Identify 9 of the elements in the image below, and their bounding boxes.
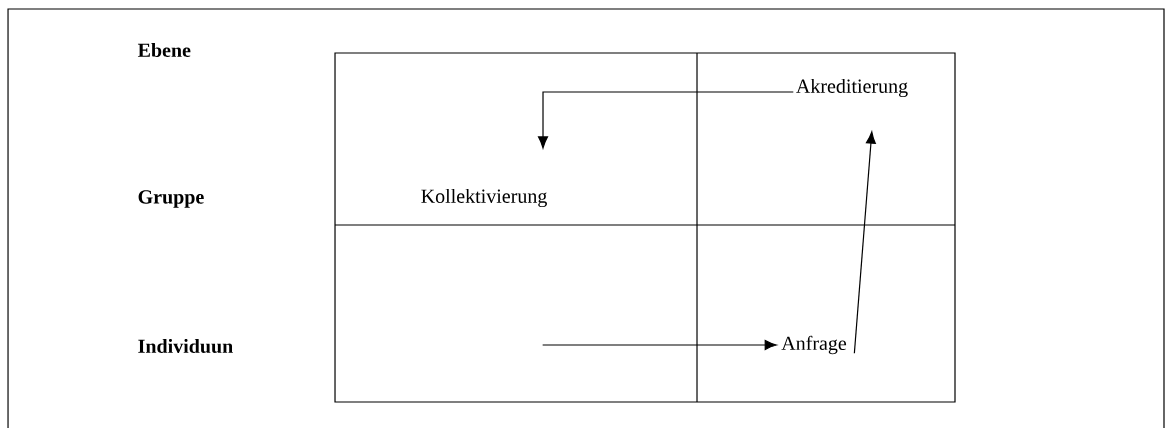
arrow — [538, 91, 794, 149]
row-label: Gruppe — [138, 190, 204, 208]
arrow — [853, 131, 876, 354]
row-label: Individuun — [138, 338, 233, 354]
arrow — [542, 339, 777, 350]
text-label: Akreditierung — [796, 78, 908, 98]
text-label: Anfrage — [781, 335, 847, 355]
row-label: Ebene — [137, 42, 191, 57]
text-label: Kollektivierung — [421, 188, 547, 208]
